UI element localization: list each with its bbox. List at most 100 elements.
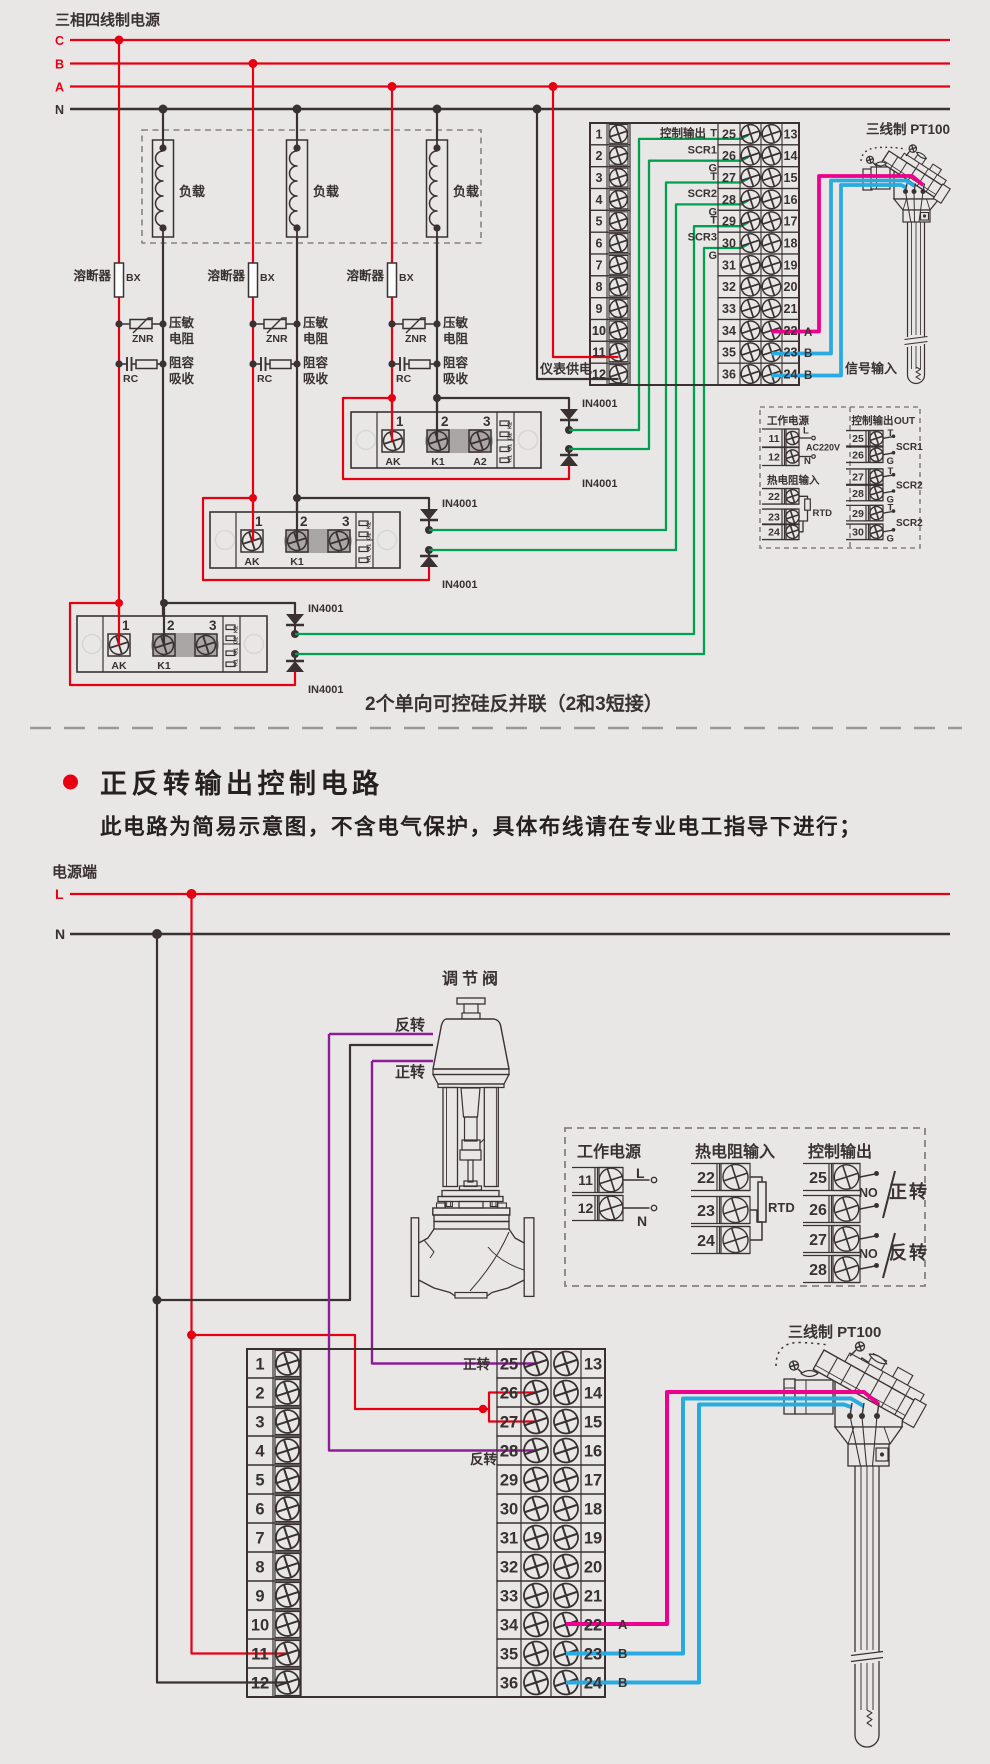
svg-text:K1: K1 xyxy=(290,556,304,568)
svg-text:23: 23 xyxy=(784,346,798,360)
svg-text:SCR2: SCR2 xyxy=(896,518,923,529)
svg-text:K2: K2 xyxy=(234,626,240,633)
svg-text:N: N xyxy=(637,1213,647,1229)
svg-text:11: 11 xyxy=(768,433,779,445)
svg-text:溶断器: 溶断器 xyxy=(346,268,384,283)
svg-text:C: C xyxy=(55,34,64,48)
svg-text:1: 1 xyxy=(596,127,603,141)
svg-text:34: 34 xyxy=(500,1617,519,1635)
svg-text:ZNR: ZNR xyxy=(405,333,427,345)
svg-text:RTD: RTD xyxy=(768,1200,795,1215)
svg-text:A2: A2 xyxy=(473,456,487,468)
svg-text:23: 23 xyxy=(768,512,780,524)
svg-text:14: 14 xyxy=(584,1385,603,1403)
svg-text:22: 22 xyxy=(697,1170,715,1187)
svg-text:13: 13 xyxy=(784,127,798,141)
svg-text:BX: BX xyxy=(399,272,414,284)
svg-text:G: G xyxy=(708,206,717,218)
svg-text:RC: RC xyxy=(123,373,139,385)
svg-text:N: N xyxy=(55,926,65,942)
svg-text:23: 23 xyxy=(584,1646,602,1664)
svg-text:28: 28 xyxy=(722,193,736,207)
svg-text:T: T xyxy=(710,127,717,139)
svg-text:G2: G2 xyxy=(508,433,514,440)
svg-text:B: B xyxy=(618,1675,627,1690)
svg-text:35: 35 xyxy=(500,1646,518,1664)
svg-text:A: A xyxy=(55,81,64,95)
svg-text:19: 19 xyxy=(784,258,798,272)
svg-text:24: 24 xyxy=(784,368,798,382)
svg-text:9: 9 xyxy=(596,302,603,316)
svg-text:吸收: 吸收 xyxy=(443,371,469,386)
svg-text:T: T xyxy=(710,215,717,227)
svg-text:12: 12 xyxy=(578,1200,594,1216)
svg-text:10: 10 xyxy=(592,324,606,338)
svg-text:负载: 负载 xyxy=(453,184,479,199)
svg-text:电阻: 电阻 xyxy=(169,331,195,346)
svg-text:NO: NO xyxy=(859,1186,878,1200)
svg-text:14: 14 xyxy=(784,149,798,163)
svg-text:3: 3 xyxy=(209,618,217,633)
svg-text:阻容: 阻容 xyxy=(443,355,469,370)
svg-text:18: 18 xyxy=(784,237,798,251)
svg-text:IN4001: IN4001 xyxy=(308,684,343,696)
svg-text:G: G xyxy=(887,495,894,506)
svg-text:3: 3 xyxy=(483,414,491,429)
svg-text:2: 2 xyxy=(441,414,449,429)
svg-text:1: 1 xyxy=(255,1356,264,1374)
svg-text:负载: 负载 xyxy=(179,184,205,199)
svg-text:28: 28 xyxy=(500,1443,518,1461)
svg-text:B: B xyxy=(804,348,812,360)
svg-text:三相四线制电源: 三相四线制电源 xyxy=(55,11,160,29)
svg-text:吸收: 吸收 xyxy=(169,371,195,386)
svg-text:4: 4 xyxy=(255,1443,265,1461)
svg-text:ZNR: ZNR xyxy=(266,333,288,345)
svg-text:12: 12 xyxy=(251,1675,269,1693)
svg-text:15: 15 xyxy=(584,1414,602,1432)
svg-text:6: 6 xyxy=(255,1501,264,1519)
svg-text:IN4001: IN4001 xyxy=(442,498,477,510)
svg-text:30: 30 xyxy=(852,527,864,539)
svg-text:正反转输出控制电路: 正反转输出控制电路 xyxy=(100,768,384,799)
svg-text:K1: K1 xyxy=(508,455,514,462)
svg-text:25: 25 xyxy=(809,1170,827,1187)
svg-text:1: 1 xyxy=(396,414,404,429)
svg-text:G2: G2 xyxy=(367,533,373,540)
svg-text:17: 17 xyxy=(584,1472,602,1490)
svg-text:33: 33 xyxy=(722,302,736,316)
svg-text:34: 34 xyxy=(722,324,736,338)
svg-text:溶断器: 溶断器 xyxy=(73,268,111,283)
svg-text:3: 3 xyxy=(255,1414,264,1432)
svg-text:负载: 负载 xyxy=(313,184,339,199)
svg-text:工作电源: 工作电源 xyxy=(577,1142,641,1161)
svg-text:26: 26 xyxy=(722,149,736,163)
svg-text:B: B xyxy=(618,1646,627,1661)
svg-text:3: 3 xyxy=(342,514,350,529)
svg-text:信号输入: 信号输入 xyxy=(845,361,897,376)
svg-text:N: N xyxy=(55,103,64,117)
svg-text:AK: AK xyxy=(385,456,401,468)
svg-text:G2: G2 xyxy=(234,637,240,644)
svg-text:24: 24 xyxy=(768,527,780,539)
svg-text:仪表供电: 仪表供电 xyxy=(539,362,592,377)
svg-text:32: 32 xyxy=(722,280,736,294)
svg-text:26: 26 xyxy=(500,1385,518,1403)
svg-text:G: G xyxy=(708,163,717,175)
svg-text:K1: K1 xyxy=(367,555,373,562)
svg-text:正转: 正转 xyxy=(463,1356,490,1372)
svg-text:28: 28 xyxy=(500,1443,518,1461)
svg-text:10: 10 xyxy=(251,1617,269,1635)
svg-text:OUT: OUT xyxy=(894,416,915,427)
svg-text:18: 18 xyxy=(584,1501,602,1519)
svg-text:ZNR: ZNR xyxy=(132,333,154,345)
svg-text:T: T xyxy=(888,428,894,439)
svg-text:7: 7 xyxy=(596,258,603,272)
svg-text:1: 1 xyxy=(122,618,130,633)
svg-text:10: 10 xyxy=(592,324,606,338)
svg-text:控制输出: 控制输出 xyxy=(660,126,706,140)
svg-text:K1: K1 xyxy=(157,660,171,672)
svg-text:电阻: 电阻 xyxy=(443,331,469,346)
svg-text:25: 25 xyxy=(500,1356,518,1374)
svg-text:27: 27 xyxy=(809,1232,827,1249)
svg-text:K1: K1 xyxy=(234,659,240,666)
